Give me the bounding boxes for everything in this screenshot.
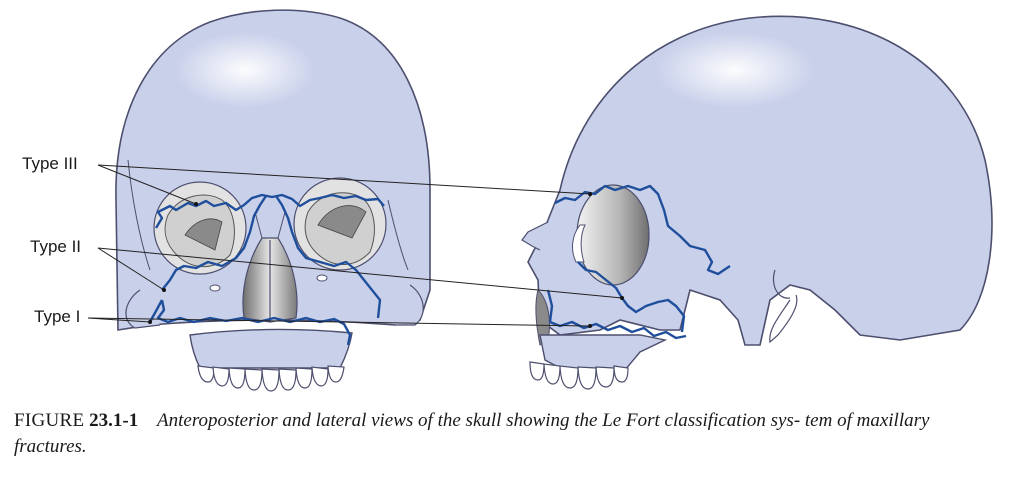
- front-cranium-highlight: [175, 32, 315, 108]
- caption-figure-number: 23.1-1: [89, 410, 139, 431]
- front-teeth: [197, 365, 345, 392]
- front-right-orbit: [293, 177, 387, 271]
- label-type-ii: Type II: [30, 237, 82, 256]
- label-type-i: Type I: [34, 307, 81, 326]
- anteroposterior-skull-view: [115, 9, 431, 392]
- label-type-iii: Type III: [22, 154, 78, 173]
- front-maxilla: [189, 328, 353, 369]
- le-fort-skull-diagram: [87, 9, 993, 392]
- caption-text: Anteroposterior and lateral views of the…: [14, 410, 930, 457]
- figure-caption: FIGURE 23.1-1 Anteroposterior and latera…: [14, 408, 994, 460]
- lateral-ear-canal: [769, 269, 798, 344]
- lateral-cranium: [527, 15, 993, 346]
- front-le-fort-iii-line: [154, 193, 385, 229]
- lateral-maxilla: [539, 334, 668, 371]
- front-nasal-aperture: [242, 211, 298, 323]
- front-le-fort-ii-line: [161, 195, 382, 319]
- lateral-le-fort-iii-line: [554, 184, 731, 276]
- lateral-cranium-highlight: [655, 32, 815, 108]
- front-right-zygoma: [395, 284, 424, 326]
- front-le-fort-i-line: [156, 299, 352, 346]
- caption-figure-word: FIGURE: [14, 410, 85, 431]
- front-left-orbit: [153, 181, 247, 275]
- front-fracture-lines: [148, 193, 385, 346]
- lateral-le-fort-ii-line: [577, 261, 686, 333]
- lateral-teeth: [529, 361, 629, 390]
- lateral-skull-view: [521, 15, 993, 390]
- leader-lines: [87, 164, 623, 327]
- lateral-orbit: [572, 184, 650, 286]
- lateral-fracture-lines: [546, 184, 731, 340]
- lateral-le-fort-i-line: [549, 320, 687, 340]
